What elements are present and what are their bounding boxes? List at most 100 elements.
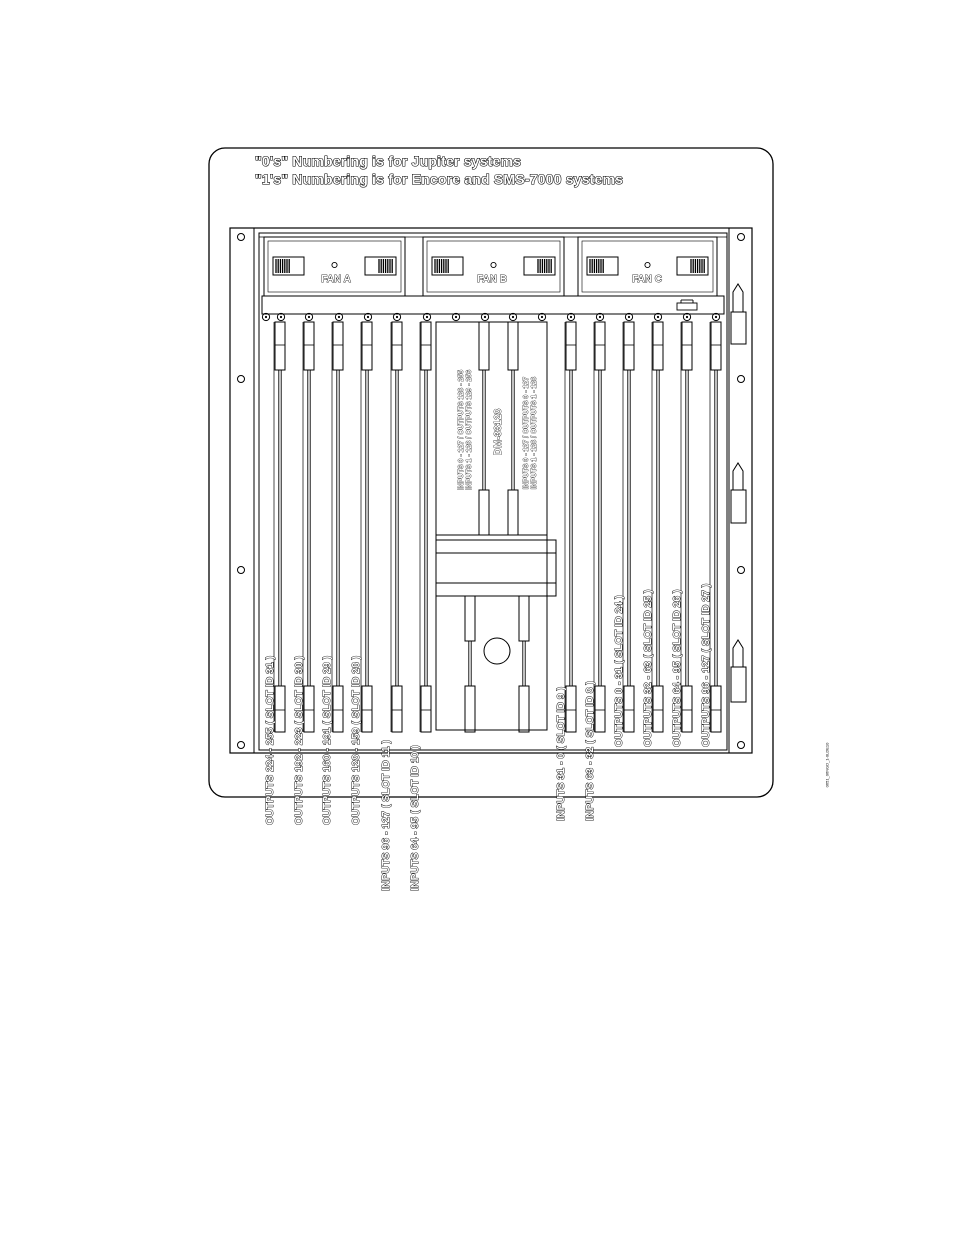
card-label-slot-11: INPUTS 96 - 127 ( SLOT ID 11 ) — [380, 739, 393, 891]
screw-icon — [624, 312, 634, 322]
card-ejector-top — [565, 321, 577, 371]
screw-icon — [422, 312, 432, 322]
card-ejector-bottom — [565, 685, 577, 733]
card-ejector-top — [681, 321, 693, 371]
card-ejector-bottom — [623, 685, 635, 733]
card-label-slot-24: OUTPUTS 0 - 31 ( SLOT ID 24 ) — [613, 595, 626, 748]
fan-module-c — [577, 236, 718, 297]
fan-vent-icon — [431, 256, 464, 276]
matrix-upper-line2: INPUTS 1 - 128 / OUTPUTS 129 - 256 — [466, 369, 474, 491]
card-ejector-bottom — [420, 685, 432, 733]
fan-vent-icon — [272, 256, 305, 276]
card-ejector-top — [274, 321, 286, 371]
card-ejector-top — [623, 321, 635, 371]
fan-c-label: FAN C — [632, 274, 663, 286]
card-label-slot-29: OUTPUTS 160 - 191 ( SLOT ID 29 ) — [321, 655, 334, 825]
matrix-connector-upper — [507, 321, 519, 536]
card-ejector-top — [420, 321, 432, 371]
card-ejector-bottom — [332, 685, 344, 733]
fan-module-a — [263, 236, 406, 297]
chassis-outline — [229, 227, 753, 754]
screw-icon — [261, 312, 271, 322]
screw-icon — [451, 312, 461, 322]
fan-vent-icon — [523, 256, 556, 276]
card-label-slot-27: OUTPUTS 96 - 127 ( SLOT ID 27 ) — [700, 583, 713, 747]
card-label-slot-31: OUTPUTS 224 - 255 ( SLOT ID 31 ) — [264, 655, 277, 825]
card-slot — [564, 321, 577, 733]
card-slot — [273, 321, 286, 733]
fan-module-b — [422, 236, 565, 297]
card-slot — [302, 321, 315, 733]
card-ejector-bottom — [594, 685, 606, 733]
fan-bezel — [581, 240, 714, 293]
card-ejector-bottom — [710, 685, 722, 733]
fan-vent-icon — [364, 256, 397, 276]
screw-icon — [392, 312, 402, 322]
screw-icon — [276, 312, 286, 322]
fan-vent-icon — [676, 256, 709, 276]
card-ejector-top — [652, 321, 664, 371]
fan-led-icon — [331, 261, 338, 269]
card-ejector-top — [332, 321, 344, 371]
matrix-name: DM-33128 — [493, 408, 505, 456]
card-slot — [593, 321, 606, 733]
screw-icon — [595, 312, 605, 322]
chassis-handles — [730, 283, 747, 703]
card-slot — [331, 321, 344, 733]
matrix-knob — [483, 637, 511, 665]
screw-icon — [363, 312, 373, 322]
card-ejector-top — [594, 321, 606, 371]
fan-bezel — [267, 240, 402, 293]
card-label-slot-10: INPUTS 64 - 95 ( SLOT ID 10 ) — [409, 745, 422, 892]
screw-icon — [566, 312, 576, 322]
card-ejector-bottom — [652, 685, 664, 733]
numbering-note-encore: "1's" Numbering is for Encore and SMS-70… — [254, 170, 624, 187]
card-ejector-bottom — [303, 685, 315, 733]
screw-icon — [653, 312, 663, 322]
card-slot — [419, 321, 432, 733]
mounting-holes — [237, 233, 745, 749]
screw-icon — [480, 312, 490, 322]
screw-icon — [508, 312, 518, 322]
card-slot — [651, 321, 664, 733]
matrix-module — [435, 321, 557, 731]
card-label-slot-28: OUTPUTS 128 - 159 ( SLOT ID 28 ) — [350, 655, 363, 825]
screw-icon — [334, 312, 344, 322]
matrix-connector-upper — [478, 321, 490, 536]
diagram-frame — [208, 147, 774, 798]
fan-bezel — [426, 240, 561, 293]
screw-row — [261, 312, 721, 322]
card-ejector-bottom — [391, 685, 403, 733]
card-label-slot-26: OUTPUTS 64 - 95 ( SLOT ID 26 ) — [671, 589, 684, 747]
card-ejector-bottom — [681, 685, 693, 733]
screw-icon — [682, 312, 692, 322]
card-label-slot-25: OUTPUTS 32 - 63 ( SLOT ID 25 ) — [642, 589, 655, 747]
card-slot — [680, 321, 693, 733]
fan-led-icon — [490, 261, 497, 269]
card-slot — [390, 321, 403, 733]
card-ejector-bottom — [361, 685, 373, 733]
screw-icon — [304, 312, 314, 322]
fan-b-label: FAN B — [477, 274, 508, 286]
fan-housing — [263, 236, 406, 297]
card-label-slot-9: INPUTS 31 - 0 ( SLOT ID 9 ) — [555, 686, 568, 821]
fan-vent-icon — [586, 256, 619, 276]
card-ejector-top — [710, 321, 722, 371]
card-ejector-top — [391, 321, 403, 371]
fan-tray — [261, 295, 725, 315]
figure-code: 0651_06NGD_1-0LDE10 — [824, 742, 830, 788]
fan-housing — [422, 236, 565, 297]
fan-led-icon — [644, 261, 651, 269]
card-ejector-top — [303, 321, 315, 371]
card-slot — [622, 321, 635, 733]
matrix-lower-line2: INPUTS 1 - 128 / OUTPUTS 1 - 128 — [531, 376, 539, 490]
card-label-slot-8: INPUTS 63 - 32 ( SLOT ID 8 ) — [584, 680, 597, 822]
screw-icon — [711, 312, 721, 322]
matrix-connector-lower — [464, 595, 476, 733]
card-ejector-bottom — [274, 685, 286, 733]
connector-icon — [676, 299, 698, 311]
fan-a-label: FAN A — [321, 274, 351, 286]
matrix-connector-lower — [518, 595, 530, 733]
fan-housing — [577, 236, 718, 297]
